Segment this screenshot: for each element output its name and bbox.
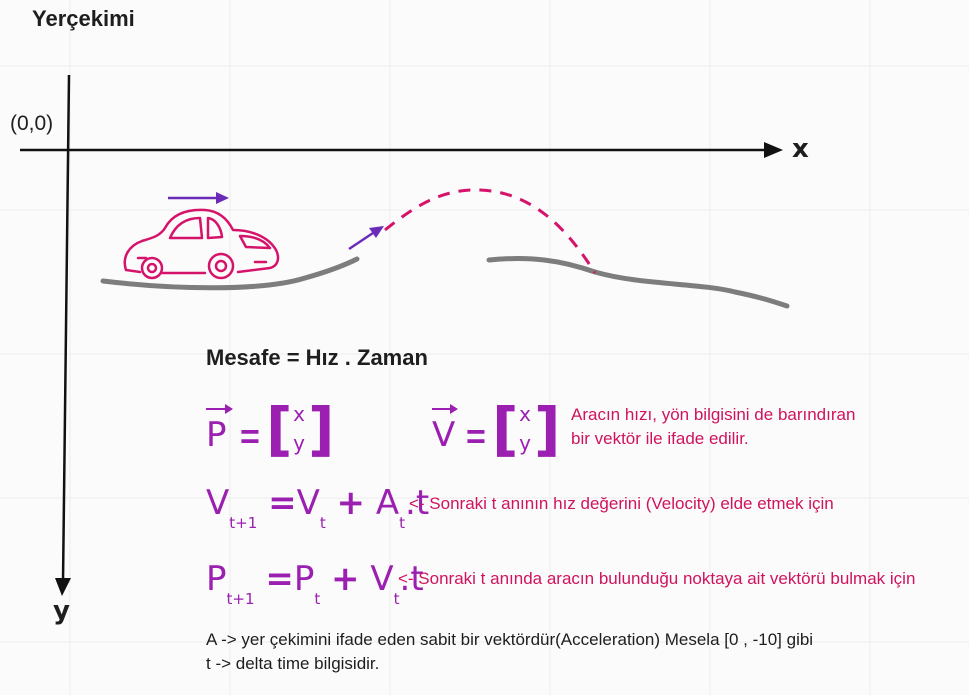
- vector-p-y: y: [293, 431, 305, 455]
- formula-p-plus: +: [331, 559, 360, 599]
- vector-p-equals: =: [240, 418, 260, 456]
- formula-v-term-a: A: [375, 483, 400, 523]
- formula-p-lhs: P: [206, 559, 227, 599]
- vector-p-left-bracket: [: [266, 395, 293, 463]
- x-axis-label: x: [792, 134, 809, 164]
- formula-p-term-v: V: [370, 559, 394, 599]
- trajectory-dashed: [384, 188, 597, 274]
- vector-v-left-bracket: [: [492, 395, 519, 463]
- formula-p-equals: =: [265, 559, 294, 599]
- ground-right: [486, 256, 790, 309]
- y-axis: [55, 74, 71, 596]
- vector-p-definition: P = [ x y ]: [206, 398, 366, 468]
- vector-p-right-bracket: ]: [308, 395, 335, 463]
- y-axis-label: y: [53, 596, 70, 626]
- formula-p-lhs-sub: t+1: [226, 590, 255, 608]
- velocity-arrow-horizontal: [168, 192, 229, 204]
- x-axis-arrowhead: [764, 142, 783, 158]
- ground-left: [100, 256, 360, 291]
- velocity-note-line1: Aracın hızı, yön bilgisini de barındıran: [571, 405, 856, 424]
- formula-v-term-a-sub: t: [399, 514, 406, 532]
- vector-arrow-p: [206, 404, 233, 414]
- vector-v-y: y: [519, 431, 531, 455]
- vector-v-right-bracket: ]: [534, 395, 561, 463]
- formula-p-term-p: P: [293, 559, 315, 599]
- x-axis: [20, 142, 783, 158]
- formula-p-term-v-sub: t: [393, 590, 400, 608]
- velocity-update-formula: Vt+1 =Vt + At.t: [206, 483, 429, 532]
- vector-p-x: x: [293, 402, 305, 426]
- position-update-formula: Pt+1 =Pt + Vt.t: [206, 559, 424, 608]
- vector-p-symbol: P: [206, 415, 227, 455]
- page-title: Yerçekimi: [32, 6, 135, 31]
- formula-p-dt: .t: [399, 559, 424, 599]
- position-formula-note: <- Sonraki t anında aracın bulunduğu nok…: [398, 569, 916, 588]
- formula-v-plus: +: [336, 483, 366, 523]
- formula-v-lhs: V: [206, 483, 230, 523]
- distance-formula-heading: Mesafe = Hız . Zaman: [206, 345, 428, 370]
- formula-v-lhs-sub: t+1: [229, 514, 258, 532]
- velocity-arrow-diagonal: [348, 226, 384, 251]
- formula-v-equals: =: [268, 483, 297, 523]
- vector-v-equals: =: [466, 418, 486, 456]
- velocity-formula-note: <- Sonraki t anının hız değerini (Veloci…: [409, 494, 834, 513]
- origin-label: (0,0): [10, 112, 54, 135]
- vector-arrow-v: [432, 404, 458, 414]
- formula-v-term-v-sub: t: [319, 514, 326, 532]
- vector-v-symbol: V: [432, 415, 456, 455]
- vector-v-definition: V = [ x y ]: [432, 398, 572, 468]
- car-icon: [123, 208, 280, 280]
- velocity-note-line2: bir vektör ile ifade edilir.: [571, 429, 749, 448]
- formula-v-dt: .t: [405, 483, 430, 523]
- formula-v-term-v: V: [296, 483, 320, 523]
- footnote-acceleration: A -> yer çekimini ifade eden sabit bir v…: [206, 630, 814, 649]
- footnote-delta-time: t -> delta time bilgisidir.: [206, 654, 380, 673]
- formula-p-term-p-sub: t: [314, 590, 321, 608]
- y-axis-arrowhead: [55, 578, 71, 596]
- vector-v-x: x: [519, 402, 531, 426]
